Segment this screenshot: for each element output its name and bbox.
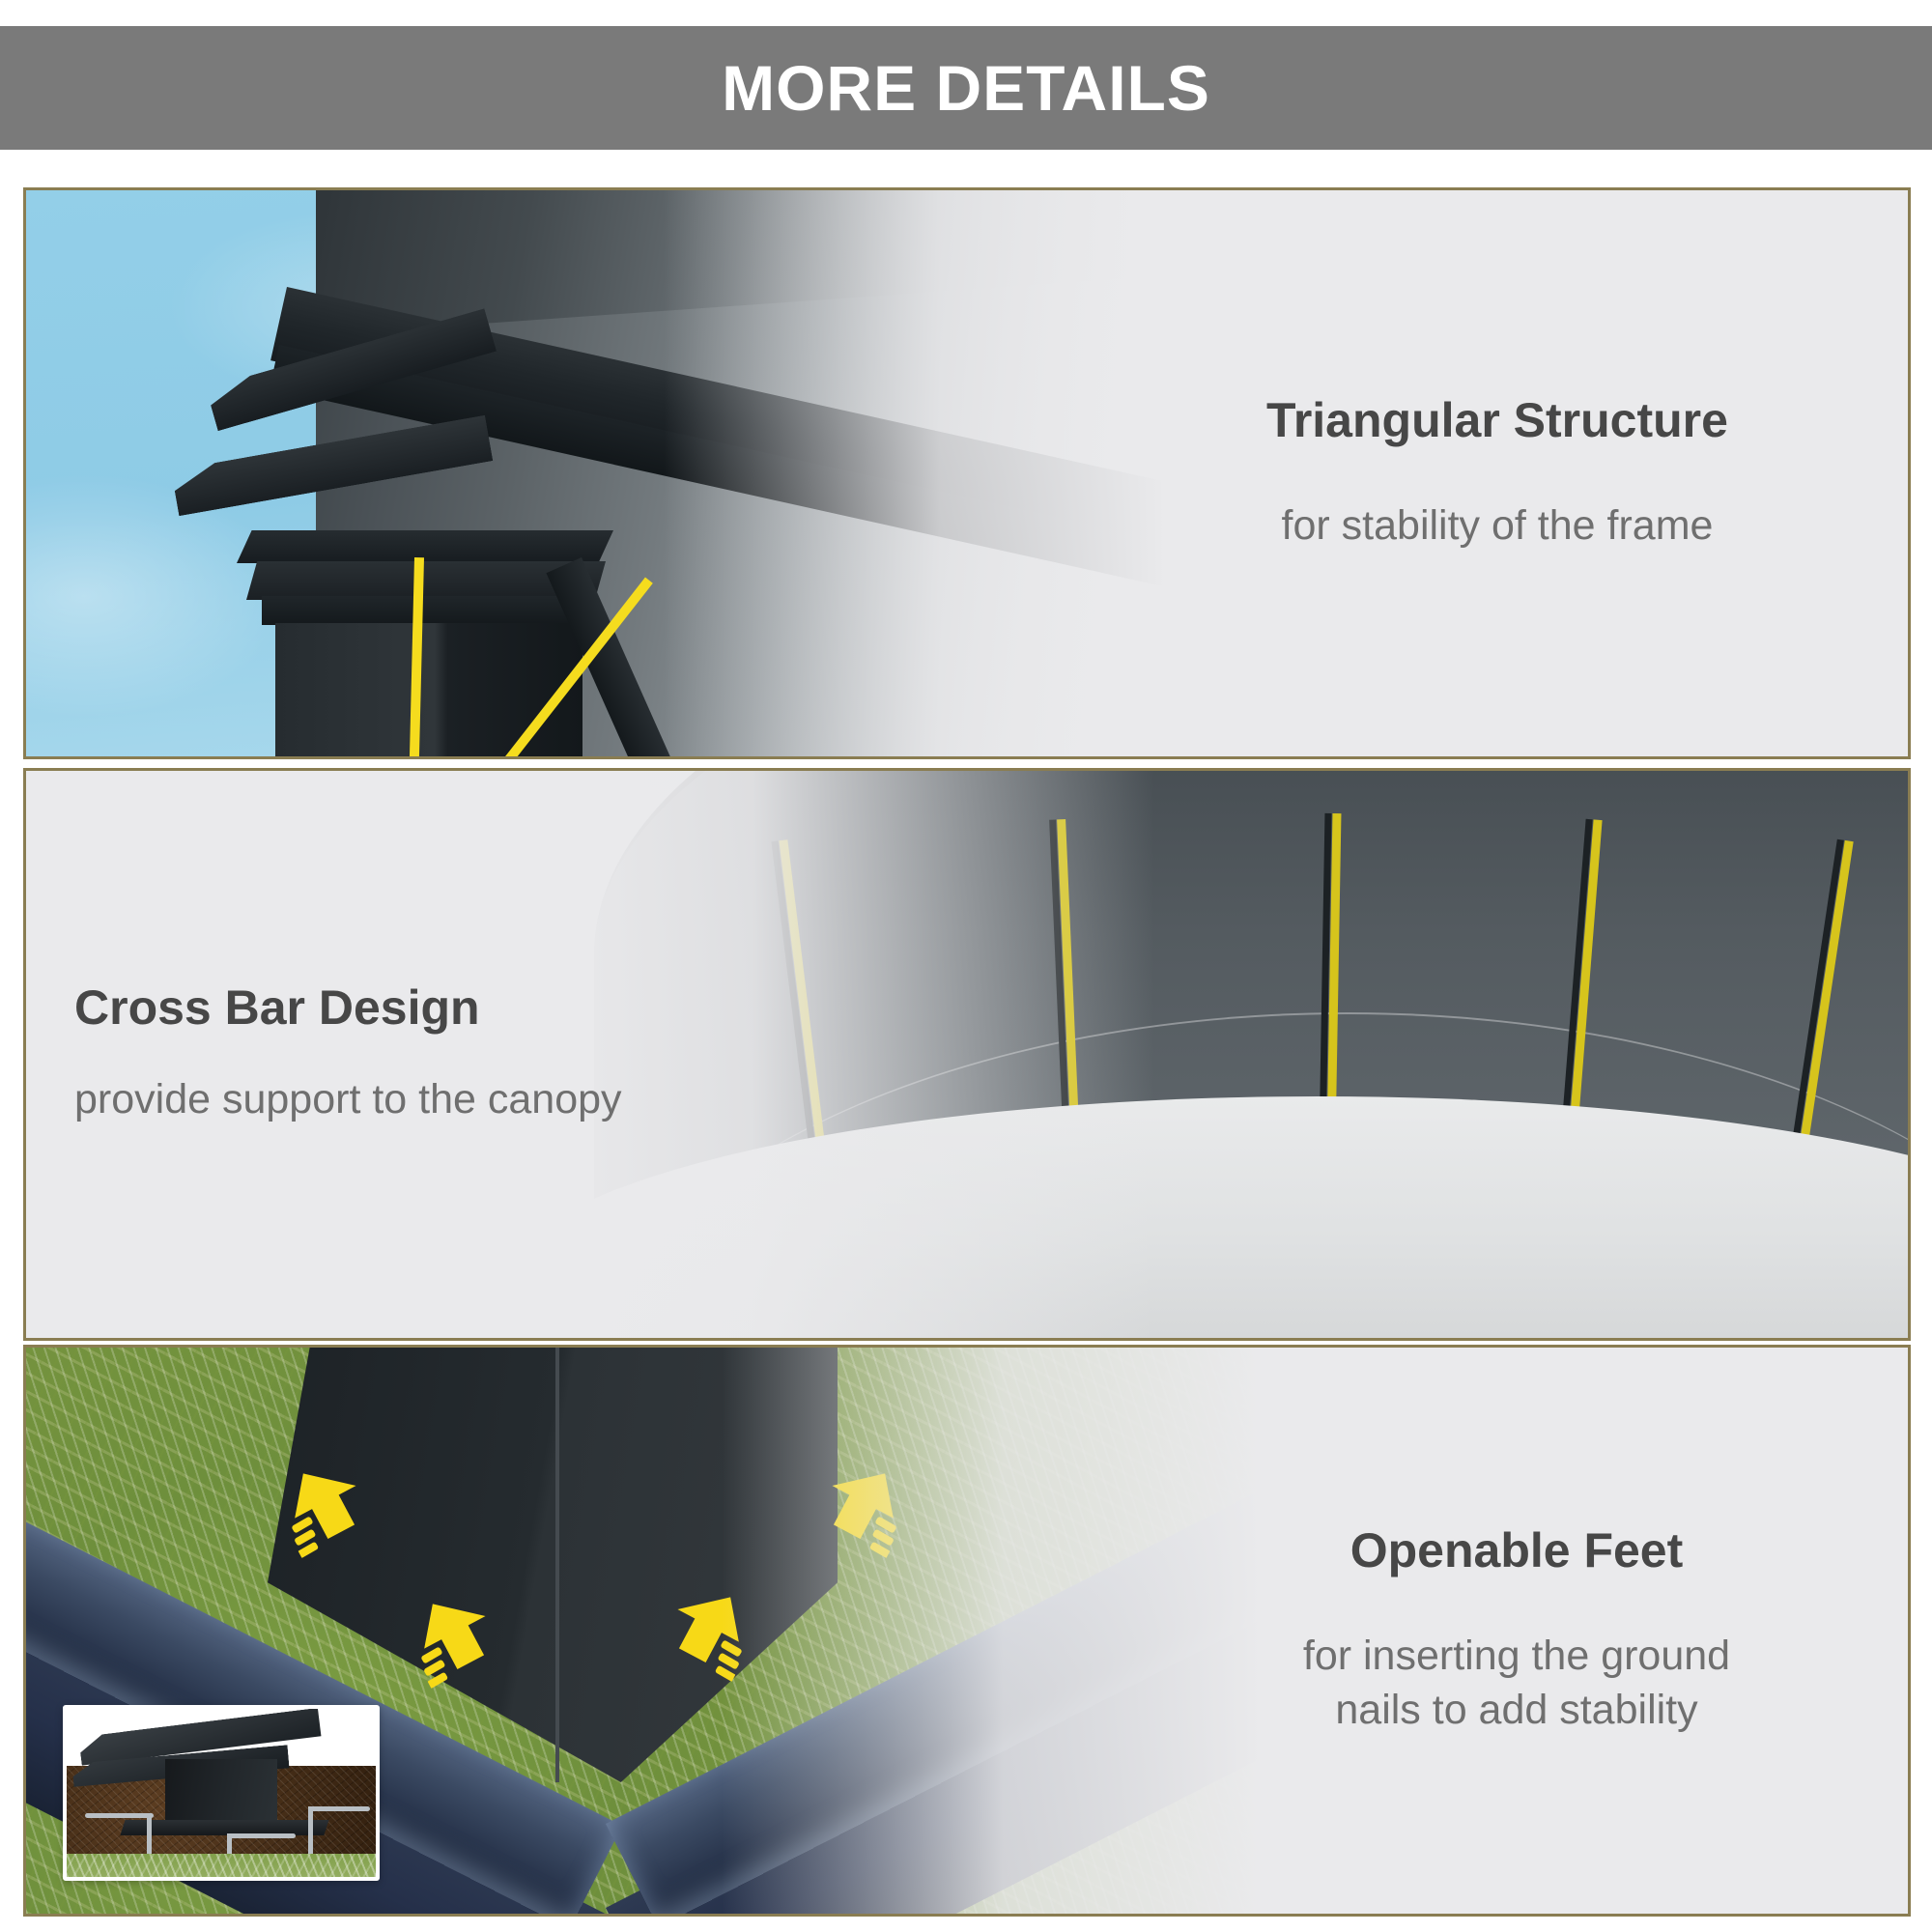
triangular-structure-text-block: Triangular Structure for stability of th… — [1106, 190, 1908, 756]
panel-3-title: Openable Feet — [1350, 1522, 1684, 1577]
openable-feet-photo — [26, 1348, 1263, 1914]
inset-ground-nail-2-shaft — [227, 1833, 233, 1874]
photo-fade-left — [536, 771, 1154, 1338]
inset-ground-nail-1-icon — [85, 1812, 154, 1818]
panel-1-title: Triangular Structure — [1266, 392, 1728, 447]
panel-2-title: Cross Bar Design — [74, 980, 480, 1036]
triangular-structure-photo — [26, 190, 1166, 756]
panel-3-subtitle-line-2: nails to add stability — [1335, 1686, 1698, 1733]
inset-ground-nail-3-icon — [307, 1805, 370, 1811]
panel-3-subtitle-line-1: for inserting the ground — [1302, 1632, 1731, 1679]
photo-fade-right — [722, 1348, 1263, 1914]
ground-nail-inset-thumbnail — [63, 1705, 380, 1881]
feature-panel-openable-feet: Openable Feet for inserting the ground n… — [23, 1345, 1911, 1917]
openable-feet-text-block: Openable Feet for inserting the ground n… — [1135, 1348, 1908, 1914]
post-cap-lower — [262, 596, 598, 625]
panel-2-subtitle: provide support to the canopy — [74, 1076, 622, 1123]
cross-bar-design-text-block: Cross Bar Design provide support to the … — [26, 771, 789, 1338]
inset-ground-nail-3-shaft — [307, 1805, 313, 1871]
inset-ground-nail-2-icon — [227, 1833, 296, 1838]
photo-fade-right — [664, 190, 1166, 756]
cross-bar-design-photo — [536, 771, 1908, 1338]
feature-panel-triangular-structure: Triangular Structure for stability of th… — [23, 187, 1911, 759]
inset-grass-foreground — [67, 1853, 376, 1877]
inset-ground-nail-1-shaft — [147, 1812, 153, 1871]
post-cap-upper — [237, 530, 613, 563]
panel-1-subtitle: for stability of the frame — [1281, 501, 1714, 549]
pergola-post — [275, 623, 582, 756]
post-corner-edge — [555, 1348, 559, 1782]
page-title: MORE DETAILS — [722, 52, 1210, 124]
post-cap-middle — [246, 561, 606, 600]
motion-arrow-1-icon — [266, 1448, 385, 1568]
header-bar: MORE DETAILS — [0, 26, 1932, 150]
motion-arrow-2-icon — [395, 1578, 515, 1698]
feature-panel-cross-bar-design: Cross Bar Design provide support to the … — [23, 768, 1911, 1341]
inset-post-bracket — [165, 1759, 277, 1827]
panel-3-subtitle: for inserting the ground nails to add st… — [1303, 1630, 1730, 1738]
